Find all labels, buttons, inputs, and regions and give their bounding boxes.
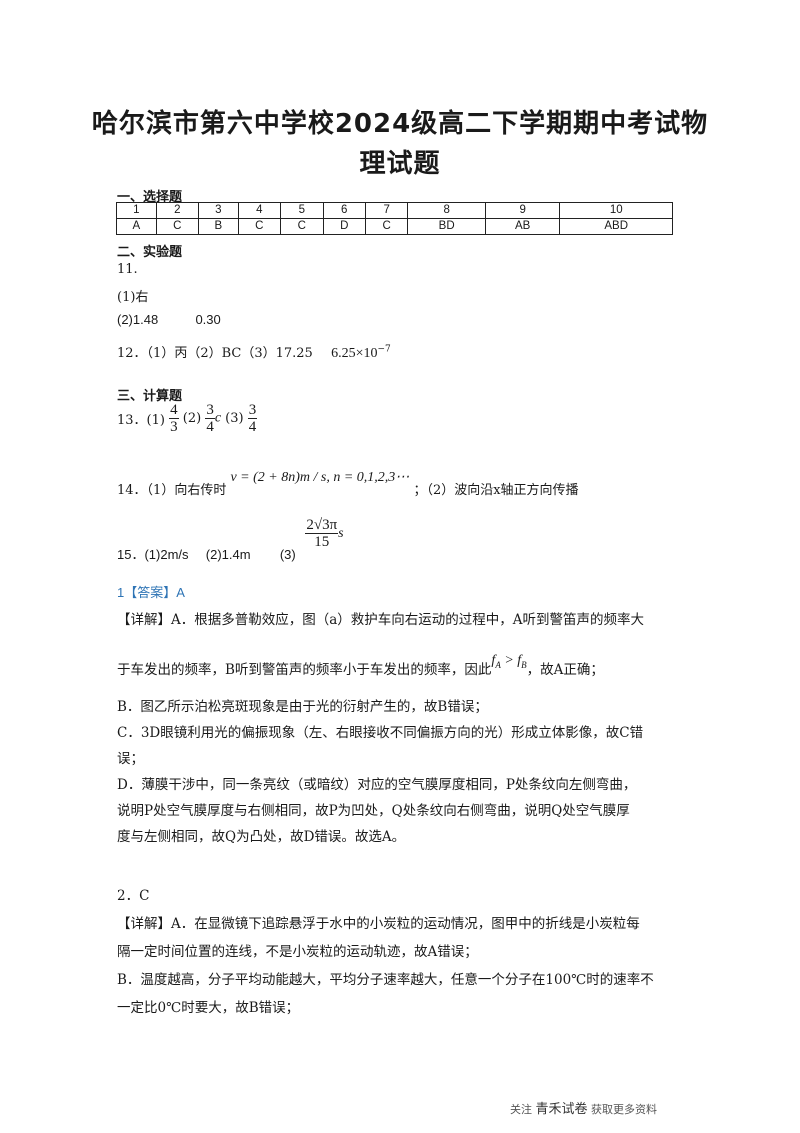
table-cell: BD <box>407 218 486 235</box>
detail2-body: 2．C 【详解】A．在显微镜下追踪悬浮于水中的小炭粒的运动情况，图甲中的折线是小… <box>117 883 687 1021</box>
answer-table-number-row: 1 2 3 4 5 6 7 8 9 10 <box>116 202 673 219</box>
detail2-p1a: 【详解】A．在显微镜下追踪悬浮于水中的小炭粒的运动情况，图甲中的折线是小炭粒每 <box>117 916 640 932</box>
detail1-body: 【详解】A．根据多普勒效应，图（a）救护车向右运动的过程中，A听到警笛声的频率大… <box>117 607 687 850</box>
table-cell: 7 <box>364 202 409 219</box>
q11-part2-a: (2)1.48 <box>117 312 159 327</box>
table-cell: C <box>364 218 409 235</box>
footer-post: 获取更多资料 <box>591 1103 658 1116</box>
q13-c: c <box>214 410 222 426</box>
title-line-2: 理试题 <box>359 149 441 179</box>
table-cell: 8 <box>407 202 486 219</box>
q13-part3: (3) <box>225 411 244 426</box>
detail1-p4a: D．薄膜干涉中，同一条亮纹（或暗纹）对应的空气膜厚度相同，P处条纹向左侧弯曲， <box>117 776 637 793</box>
q13-part2: (2) <box>182 411 202 426</box>
detail1-p3a: C．3D眼镜利用光的偏振现象（左、右眼接收不同偏振方向的光）形成立体影像，故C错 <box>117 724 644 741</box>
detail1-head: 1【答案】A <box>117 585 185 600</box>
table-cell: 1 <box>116 202 157 219</box>
q13-label: 13．(1) <box>117 413 165 428</box>
table-cell: C <box>280 218 324 235</box>
detail1-p3b: 误； <box>117 750 144 767</box>
detail1-p4c: 度与左侧相同，故Q为凸处，故D错误。故选A。 <box>117 828 406 845</box>
section-experiment: 二、实验题 <box>117 245 183 260</box>
q12-line: 12．（1）丙（2）BC（3）17.25 6.25×10−7 <box>117 342 391 362</box>
table-cell: B <box>198 218 239 235</box>
answer-table-answer-row: A C B C C D C BD AB ABD <box>116 218 673 235</box>
table-cell: 5 <box>280 202 324 219</box>
q11-label: 11. <box>117 262 138 277</box>
footer-pre: 关注 <box>510 1103 532 1116</box>
q12-text: 12．（1）丙（2）BC（3）17.25 <box>117 346 313 361</box>
q14-line: 14．（1）向右传时 v = (2 + 8n)m / s, n = 0,1,2,… <box>117 470 579 498</box>
table-cell: 3 <box>198 202 239 219</box>
detail1-p1a: 【详解】A．根据多普勒效应，图（a）救护车向右运动的过程中，A听到警笛声的频率大 <box>117 612 645 628</box>
detail1-p1b: 于车发出的频率，B听到警笛声的频率小于车发出的频率，因此 <box>117 662 492 678</box>
q15-a: 15．(1)2m/s <box>117 546 189 562</box>
detail2-p2b: 一定比0℃时要大，故B错误； <box>117 1000 300 1016</box>
q11-part2: (2)1.48 0.30 <box>117 312 221 327</box>
detail1-p1c: ，故A正确； <box>526 662 604 678</box>
q11-part1: (1)右 <box>117 290 149 305</box>
q15-c: (3) <box>279 546 296 562</box>
table-cell: C <box>237 218 282 235</box>
q14-formula: v = (2 + 8n)m / s, n = 0,1,2,3⋯ <box>230 470 410 485</box>
detail1-p2: B．图乙所示泊松亮斑现象是由于光的衍射产生的，故B错误； <box>117 698 488 715</box>
q14-label: 14．（1）向右传时 <box>117 483 227 498</box>
section-calculation: 三、计算题 <box>117 389 183 404</box>
table-cell: 4 <box>237 202 282 219</box>
q12-exponent: −7 <box>377 344 391 355</box>
table-cell: ABD <box>559 218 673 235</box>
q15-unit: s <box>338 525 344 541</box>
detail1-p4b: 说明P处空气膜厚度与右侧相同，故P为凹处，Q处条纹向右侧弯曲，说明Q处空气膜厚 <box>117 802 630 819</box>
table-cell: A <box>116 218 157 235</box>
table-cell: D <box>322 218 366 235</box>
title-line-1: 哈尔滨市第六中学校2024级高二下学期期中考试物 <box>91 109 709 139</box>
detail2-head: 2．C <box>117 888 150 904</box>
table-cell: 2 <box>155 202 200 219</box>
detail2-p1b: 隔一定时间位置的连线，不是小炭粒的运动轨迹，故A错误； <box>117 944 478 960</box>
table-cell: 6 <box>322 202 366 219</box>
table-cell: 10 <box>559 202 673 219</box>
q11-part2-b: 0.30 <box>195 312 221 327</box>
table-cell: AB <box>484 218 561 235</box>
q14-rest: ；（2）波向沿x轴正方向传播 <box>413 483 579 498</box>
detail2-p2a: B．温度越高，分子平均动能越大，平均分子速率越大，任意一个分子在100℃时的速率… <box>117 972 654 988</box>
section-choice: 一、选择题 <box>117 190 183 205</box>
answer-table: 1 2 3 4 5 6 7 8 9 10 A C B C C D C BD AB… <box>116 202 673 235</box>
q12-value: 6.25×10 <box>331 346 378 361</box>
table-cell: C <box>155 218 200 235</box>
footer: 关注 青禾试卷 获取更多资料 <box>510 1098 657 1117</box>
detail1-inequality: fA > fB <box>491 653 527 670</box>
footer-brand: 青禾试卷 <box>535 1102 588 1117</box>
q15-b: (2)1.4m <box>205 546 251 562</box>
table-cell: 9 <box>484 202 561 219</box>
detail1-p1b-line: 于车发出的频率，B听到警笛声的频率小于车发出的频率，因此fA > fB，故A正确… <box>117 653 687 688</box>
